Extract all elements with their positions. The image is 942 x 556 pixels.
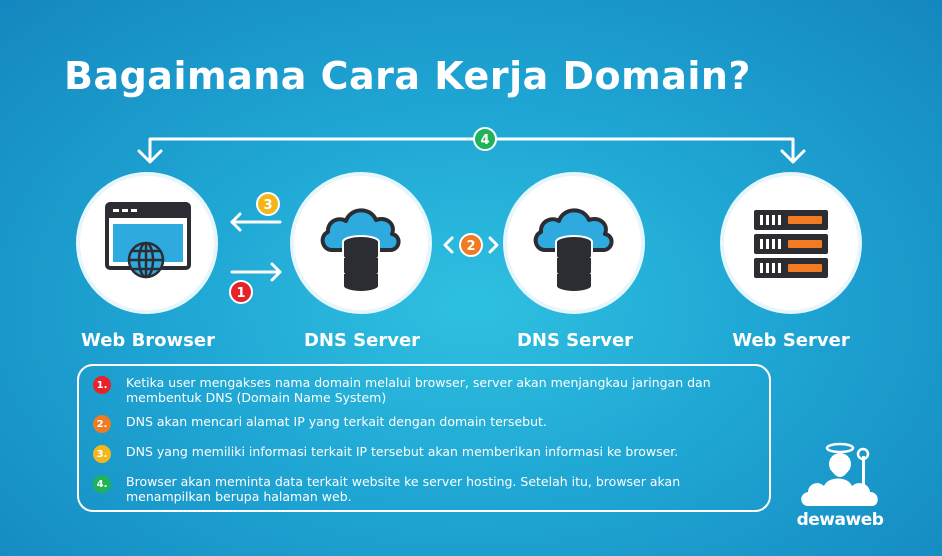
badge-three: 3 <box>256 192 280 216</box>
dns-server-node-1 <box>290 172 432 314</box>
dewaweb-mascot-logo <box>801 442 878 506</box>
step-1-text: Ketika user mengakses nama domain melalu… <box>126 375 711 405</box>
step-1-number: 1. <box>93 376 111 394</box>
badge-two: 2 <box>459 233 483 257</box>
step-3-number: 3. <box>93 445 111 463</box>
step-4-text: Browser akan meminta data terkait websit… <box>126 474 681 504</box>
badge-one: 1 <box>229 280 253 304</box>
dns-server-label-1: DNS Server <box>303 330 421 351</box>
web-browser-label: Web Browser <box>81 330 215 351</box>
steps-legend: 1. Ketika user mengakses nama domain mel… <box>77 364 771 512</box>
browser-globe-icon <box>105 202 191 279</box>
step-4-arrow <box>137 137 806 164</box>
dns-server-node-2 <box>503 172 645 314</box>
server-rack-icon <box>754 210 828 278</box>
badge-one-label: 1 <box>236 286 245 301</box>
step-2: 2. DNS akan mencari alamat IP yang terka… <box>93 414 736 433</box>
step-2-arrow <box>443 236 499 254</box>
step-3-text: DNS yang memiliki informasi terkait IP t… <box>126 444 679 459</box>
step-2-number: 2. <box>93 415 111 433</box>
step-2-text: DNS akan mencari alamat IP yang terkait … <box>126 414 547 429</box>
web-browser-node <box>76 172 218 314</box>
cloud-database-icon <box>533 208 614 293</box>
badge-three-label: 3 <box>263 198 272 213</box>
cloud-database-icon <box>320 208 401 293</box>
step-1: 1. Ketika user mengakses nama domain mel… <box>93 375 736 405</box>
badge-four-label: 4 <box>480 133 489 148</box>
web-server-node <box>720 172 862 314</box>
step-4: 4. Browser akan meminta data terkait web… <box>93 474 736 504</box>
badge-four: 4 <box>473 127 497 151</box>
step-3: 3. DNS yang memiliki informasi terkait I… <box>93 444 736 463</box>
dns-server-label-2: DNS Server <box>516 330 634 351</box>
step-4-number: 4. <box>93 475 111 493</box>
step-3-arrow <box>230 212 282 232</box>
step-1-arrow <box>230 262 282 282</box>
page-title: Bagaimana Cara Kerja Domain? <box>64 54 751 98</box>
web-server-label: Web Server <box>732 330 850 351</box>
brand-name: dewaweb <box>796 510 884 530</box>
badge-two-label: 2 <box>466 239 475 254</box>
